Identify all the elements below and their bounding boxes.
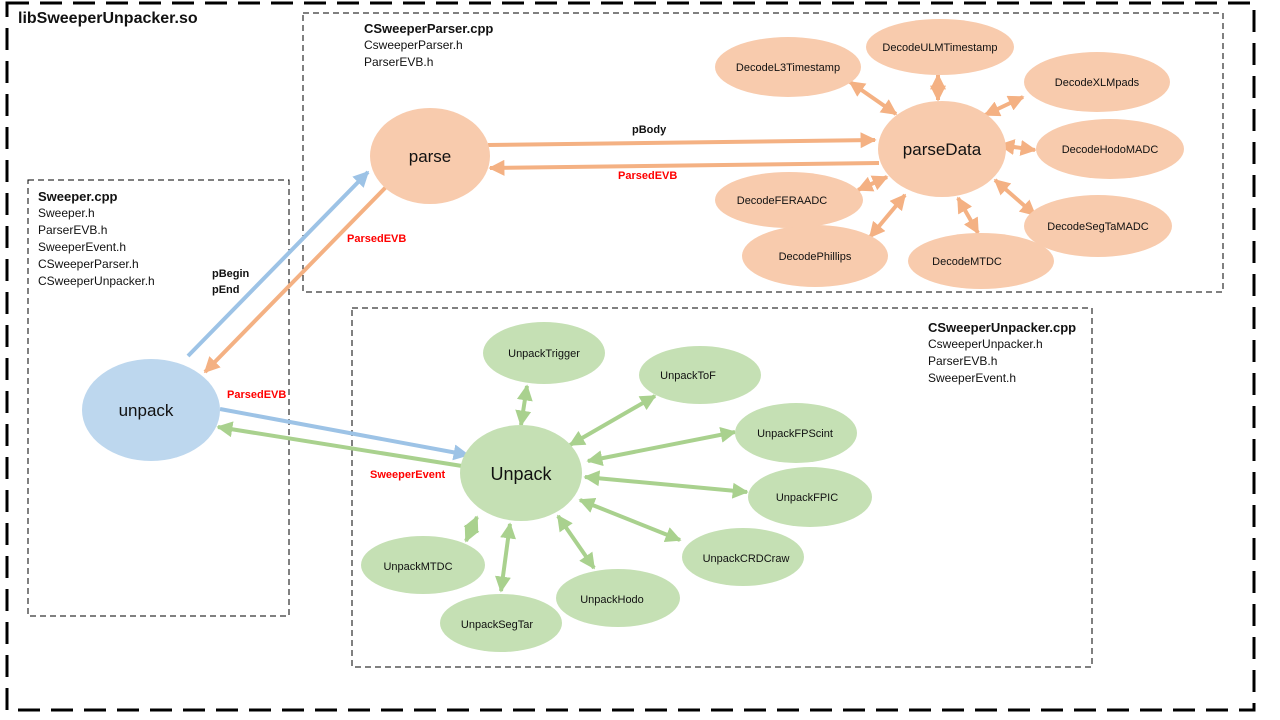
unpacker-file: ParserEVB.h [928, 354, 998, 368]
parser-module-box [302, 12, 1224, 293]
arrow-mtdc [956, 196, 980, 235]
edge-label-pend: pEnd [212, 284, 240, 296]
edge-label-parsedevb-return: ParsedEVB [347, 233, 407, 245]
arrow-parsedata-to-parse [488, 159, 880, 176]
node-unpacktrigger[interactable]: UnpackTrigger [483, 322, 605, 384]
svg-text:DecodePhillips: DecodePhillips [779, 251, 852, 263]
node-unpackfpscint[interactable]: UnpackFPScint [735, 403, 857, 463]
svg-text:DecodeHodoMADC: DecodeHodoMADC [1062, 144, 1159, 156]
svg-text:UnpackFPIC: UnpackFPIC [776, 492, 838, 504]
library-title: libSweeperUnpacker.so [18, 10, 198, 27]
node-decodexlmpads[interactable]: DecodeXLMpads [1024, 52, 1170, 112]
svg-text:UnpackMTDC: UnpackMTDC [383, 561, 452, 573]
arrow-unpacksegtar [494, 522, 517, 593]
node-decodel3timestamp[interactable]: DecodeL3Timestamp [715, 37, 861, 97]
unpacker-module-title: CSweeperUnpacker.cpp [928, 320, 1077, 335]
node-Unpack-label: Unpack [490, 464, 552, 484]
arrow-unpackfpscint [586, 426, 737, 467]
arrow-xlmpads [983, 95, 1025, 117]
unpacker-file-list: CSweeperUnpacker.cpp CsweeperUnpacker.h … [928, 319, 1076, 387]
unpacker-arrows [463, 384, 749, 593]
node-unpackmtdc[interactable]: UnpackMTDC [361, 536, 485, 594]
node-decodehodomadc[interactable]: DecodeHodoMADC [1036, 119, 1184, 179]
node-parse-label: parse [409, 147, 452, 166]
svg-text:UnpackFPScint: UnpackFPScint [757, 428, 833, 440]
node-parsedata-label: parseData [903, 140, 982, 159]
library-boundary [5, 1, 1256, 712]
sweeper-file: ParserEVB.h [38, 223, 108, 237]
edge-label-sweeperevent: SweeperEvent [370, 469, 446, 481]
arrow-segtamadc [993, 178, 1037, 217]
edge-label-pbegin: pBegin [212, 268, 250, 280]
node-Unpack[interactable]: Unpack [460, 425, 582, 521]
decoder-nodes: DecodeL3Timestamp DecodeULMTimestamp Dec… [715, 19, 1184, 289]
node-decodemtdc[interactable]: DecodeMTDC [908, 233, 1054, 289]
node-decodesegtamadc[interactable]: DecodeSegTaMADC [1024, 195, 1172, 257]
svg-text:UnpackTrigger: UnpackTrigger [508, 348, 580, 360]
arrow-unpackfpic [583, 470, 749, 499]
arrow-feraadc [856, 175, 889, 192]
node-unpack-label: unpack [119, 401, 174, 420]
arrow-unpack-to-parse [186, 170, 370, 358]
svg-text:DecodeXLMpads: DecodeXLMpads [1055, 77, 1140, 89]
parser-file: ParserEVB.h [364, 55, 434, 69]
node-parse[interactable]: parse [370, 108, 490, 204]
svg-text:DecodeL3Timestamp: DecodeL3Timestamp [736, 62, 840, 74]
unpacker-file: SweeperEvent.h [928, 371, 1017, 385]
node-unpackcrdcraw[interactable]: UnpackCRDCraw [682, 528, 804, 586]
sweeper-module-title: Sweeper.cpp [38, 189, 118, 204]
arrow-parse-to-unpack [203, 185, 388, 374]
arrow-unpacktof [568, 394, 657, 447]
arrow-Unpack-to-unpack [216, 421, 463, 468]
node-decodeulmtimestamp[interactable]: DecodeULMTimestamp [866, 19, 1014, 75]
svg-text:DecodeMTDC: DecodeMTDC [932, 256, 1002, 268]
parser-module-title: CSweeperParser.cpp [364, 21, 494, 36]
svg-text:UnpackToF: UnpackToF [660, 370, 716, 382]
edge-label-pbody: pBody [632, 124, 667, 136]
unpacker-nodes: UnpackTrigger UnpackToF UnpackFPScint Un… [361, 322, 872, 652]
arrow-l3timestamp [848, 80, 898, 116]
node-parsedata[interactable]: parseData [878, 101, 1006, 197]
parser-file: CsweeperParser.h [364, 38, 463, 52]
svg-text:UnpackSegTar: UnpackSegTar [461, 619, 533, 631]
parser-file-list: CSweeperParser.cpp CsweeperParser.h Pars… [364, 20, 493, 71]
edge-label-parsedevb-to-unpacker: ParsedEVB [227, 389, 287, 401]
node-decodephillips[interactable]: DecodePhillips [742, 225, 888, 287]
sweeper-file: Sweeper.h [38, 206, 95, 220]
svg-text:DecodeULMTimestamp: DecodeULMTimestamp [882, 42, 997, 54]
arrow-unpack-to-Unpack [219, 407, 470, 461]
sweeper-file: CSweeperUnpacker.h [38, 274, 155, 288]
svg-text:DecodeSegTaMADC: DecodeSegTaMADC [1047, 221, 1149, 233]
arrow-unpackcrdcraw [578, 497, 682, 543]
svg-text:UnpackHodo: UnpackHodo [580, 594, 644, 606]
unpacker-module-box [351, 307, 1093, 668]
sweeper-module-box [27, 179, 290, 617]
node-unpacksegtar[interactable]: UnpackSegTar [440, 594, 562, 652]
node-unpack[interactable]: unpack [82, 359, 220, 461]
arrow-unpacktrigger [515, 384, 533, 427]
node-unpacktof[interactable]: UnpackToF [639, 346, 761, 404]
arrow-unpackhodo [556, 514, 596, 570]
sweeper-file: SweeperEvent.h [38, 240, 127, 254]
node-unpackhodo[interactable]: UnpackHodo [556, 569, 680, 627]
arrow-parse-to-parsedata [487, 132, 877, 149]
unpacker-file: CsweeperUnpacker.h [928, 337, 1043, 351]
arrow-unpackmtdc [463, 515, 480, 543]
node-decodeferaadc[interactable]: DecodeFERAADC [715, 172, 863, 228]
svg-text:DecodeFERAADC: DecodeFERAADC [737, 195, 828, 207]
edge-label-parsedevb-from-parsedata: ParsedEVB [618, 170, 678, 182]
sweeper-file-list: Sweeper.cpp Sweeper.h ParserEVB.h Sweepe… [38, 188, 155, 290]
node-unpackfpic[interactable]: UnpackFPIC [748, 467, 872, 527]
arrow-phillips [868, 193, 907, 239]
svg-text:UnpackCRDCraw: UnpackCRDCraw [703, 553, 790, 565]
sweeper-file: CSweeperParser.h [38, 257, 139, 271]
